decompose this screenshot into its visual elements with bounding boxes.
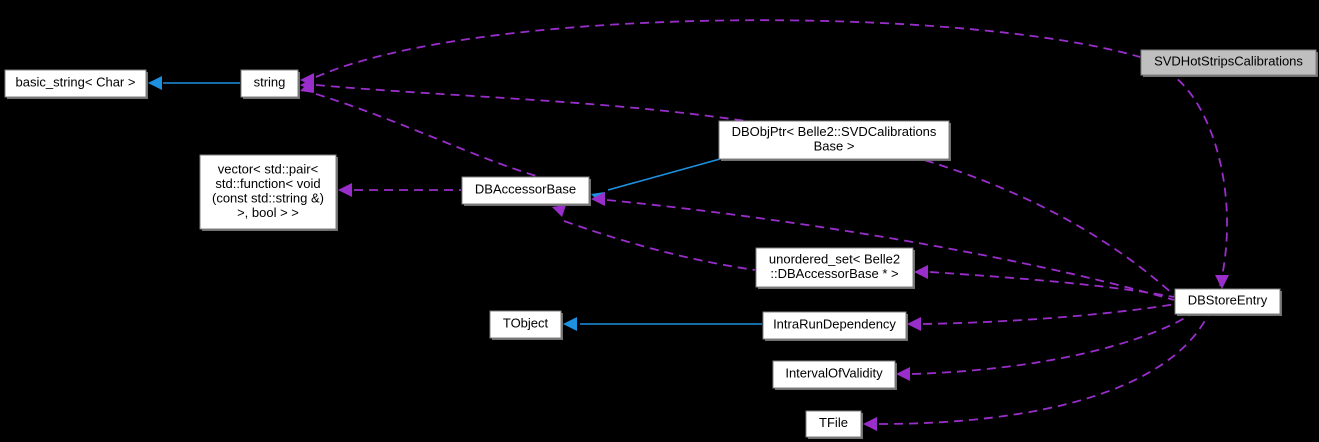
node-rect[interactable] xyxy=(240,69,299,98)
edge-e-interval-dbstore xyxy=(911,314,1191,375)
edge-e-string-svd xyxy=(315,19,1141,78)
edge-e-unordered-dbstore xyxy=(929,271,1175,298)
arrowhead-e-interval-dbstore xyxy=(896,367,910,381)
arrowhead-e-tfile-dbstore xyxy=(863,417,877,431)
node-intervalvalid[interactable]: IntervalOfValidity xyxy=(772,360,897,390)
node-rect[interactable] xyxy=(489,310,562,339)
node-tobject[interactable]: TObject xyxy=(489,310,563,340)
edge-e-dbstore-svd xyxy=(1174,76,1228,287)
arrowheads-layer xyxy=(148,73,1229,431)
node-string[interactable]: string xyxy=(240,69,300,99)
arrowhead-e-intra-dbstore xyxy=(907,317,921,331)
node-dbstoreentry[interactable]: DBStoreEntry xyxy=(1174,288,1282,316)
node-rect[interactable] xyxy=(1140,49,1317,76)
arrowhead-e-string-dbab xyxy=(300,81,314,93)
node-dbaccessorbase[interactable]: DBAccessorBase xyxy=(461,176,591,206)
node-basic_string[interactable]: basic_string< Char > xyxy=(4,69,148,99)
node-rect[interactable] xyxy=(199,154,337,230)
arrowhead-e-dbab-unordered xyxy=(552,205,566,217)
node-rect[interactable] xyxy=(805,410,862,438)
node-rect[interactable] xyxy=(762,311,907,340)
edge-e-intra-dbstore xyxy=(922,303,1177,325)
arrowhead-e-tobject-intra xyxy=(563,317,577,331)
node-rect[interactable] xyxy=(718,120,950,160)
arrowhead-e-vector-dbab xyxy=(338,183,352,197)
edge-e-dbab-unordered xyxy=(563,220,756,271)
edge-e-dbobjptr-dbab xyxy=(607,158,721,191)
node-svdhotstrips[interactable]: SVDHotStripsCalibrations xyxy=(1140,49,1318,77)
node-rect[interactable] xyxy=(4,69,147,98)
node-rect[interactable] xyxy=(755,247,914,288)
node-rect[interactable] xyxy=(1174,288,1281,315)
node-vector_pair[interactable]: vector< std::pair<std::function< void(co… xyxy=(199,154,338,231)
edge-e-string-dbab xyxy=(315,93,541,178)
arrowhead-e-dbstore-svd xyxy=(1215,275,1229,289)
node-unordered_set[interactable]: unordered_set< Belle2::DBAccessorBase * … xyxy=(755,247,915,289)
node-intrarundep[interactable]: IntraRunDependency xyxy=(762,311,908,341)
arrowhead-e-basic-string xyxy=(148,76,162,90)
node-rect[interactable] xyxy=(461,176,590,205)
edge-e-dbab-dbstore xyxy=(606,199,1175,301)
arrowhead-e-dbab-dbstore xyxy=(591,192,605,206)
node-tfile[interactable]: TFile xyxy=(805,410,863,439)
arrowhead-e-unordered-dbstore xyxy=(914,265,928,279)
node-rect[interactable] xyxy=(772,360,896,389)
edge-e-tfile-dbstore xyxy=(878,314,1209,425)
